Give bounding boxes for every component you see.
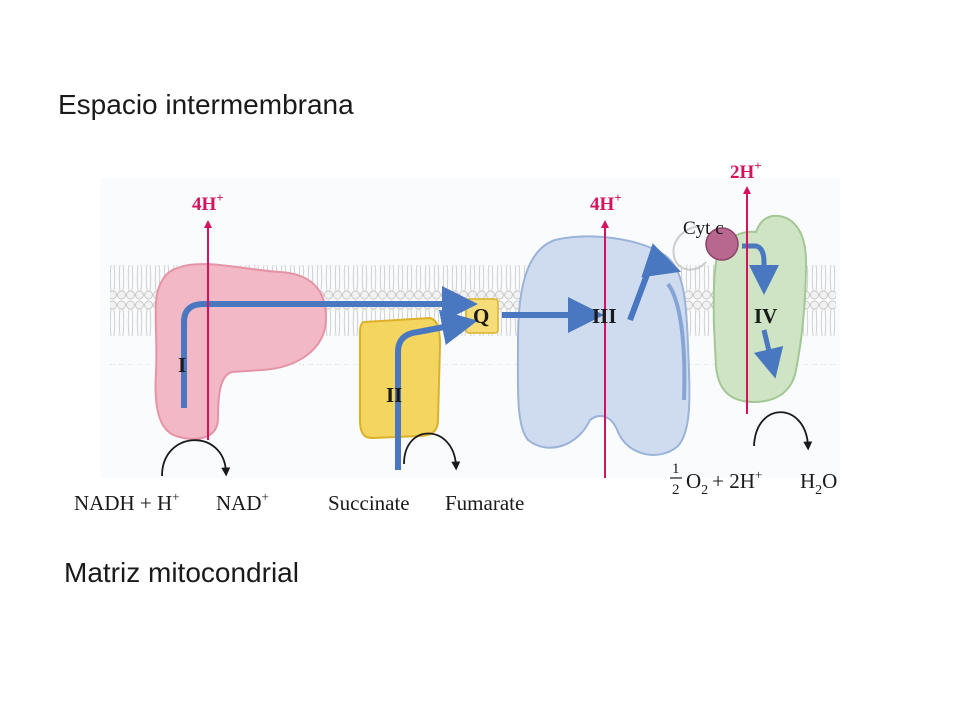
- reaction-arc-nadh: [161, 439, 231, 477]
- proton-label-complex-iii: 4H+: [590, 190, 622, 215]
- succinate-label: Succinate: [328, 491, 410, 515]
- cytochrome-c-shape: [705, 227, 739, 261]
- complex-iii-label: III: [592, 304, 617, 328]
- half-denominator: 2: [672, 482, 680, 498]
- cytochrome-c-label: Cyt c: [683, 218, 724, 239]
- reaction-arc-succinate: [403, 432, 461, 471]
- proton-label-complex-iv: 2H+: [730, 158, 762, 183]
- electron-flow-complex-iii-inner: [666, 282, 687, 401]
- electron-flow-complex-iii-to-cytc: [627, 243, 682, 322]
- nad-label: NAD+: [216, 489, 269, 515]
- ubiquinone-label: Q: [473, 304, 489, 328]
- intermembrane-space-label: Espacio intermembrana: [58, 89, 354, 120]
- complex-iv-label: IV: [754, 304, 777, 328]
- half-numerator: 1: [672, 461, 680, 477]
- complex-i-shape: [154, 263, 328, 440]
- electron-flow-cytc-to-complex-iv: [742, 243, 779, 295]
- water-label: H2O: [800, 469, 837, 498]
- fumarate-label: Fumarate: [445, 491, 524, 515]
- reaction-arc-oxygen: [753, 411, 813, 451]
- electron-flow-complex-ii-to-q: [395, 309, 478, 470]
- oxygen-formula: O2+ 2H+: [686, 467, 762, 498]
- complex-i-label: I: [178, 353, 186, 377]
- mitochondrial-matrix-label: Matriz mitocondrial: [64, 557, 299, 588]
- oxygen-reactant-label: 1 2 O2+ 2H+: [670, 461, 762, 498]
- electron-flow-complex-i-to-q: [181, 286, 478, 408]
- nadh-label: NADH + H+: [74, 489, 180, 515]
- electron-flow-complex-iv-to-oxygen: [753, 329, 784, 379]
- complex-ii-label: II: [386, 383, 402, 407]
- proton-label-complex-i: 4H+: [192, 190, 224, 215]
